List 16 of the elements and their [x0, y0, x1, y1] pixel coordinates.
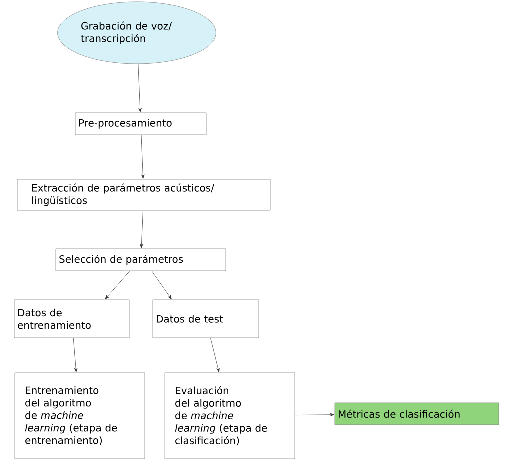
- arrow: [105, 271, 130, 300]
- process-box: Métricas de clasificación: [334, 402, 500, 426]
- process-box: Extracción de parámetros acústicos/ lingüísticos: [17, 179, 271, 211]
- arrow: [73, 338, 78, 372]
- arrow: [140, 210, 144, 248]
- arrow: [141, 135, 145, 179]
- process-box: Datos de entrenamiento: [14, 300, 130, 338]
- arrow: [295, 413, 334, 417]
- process-box: Evaluación del algoritmo de machine learning (etapa de clasificación): [164, 372, 296, 459]
- arrow: [138, 64, 142, 112]
- process-box: Selección de parámetros: [56, 248, 226, 272]
- arrow: [210, 338, 220, 372]
- process-box: Pre-procesamiento: [75, 112, 207, 136]
- arrow: [152, 271, 172, 300]
- process-box: Entrenamiento del algoritmo de machine learning (etapa de entrenamiento): [14, 372, 146, 459]
- process-box: Datos de test: [152, 300, 260, 338]
